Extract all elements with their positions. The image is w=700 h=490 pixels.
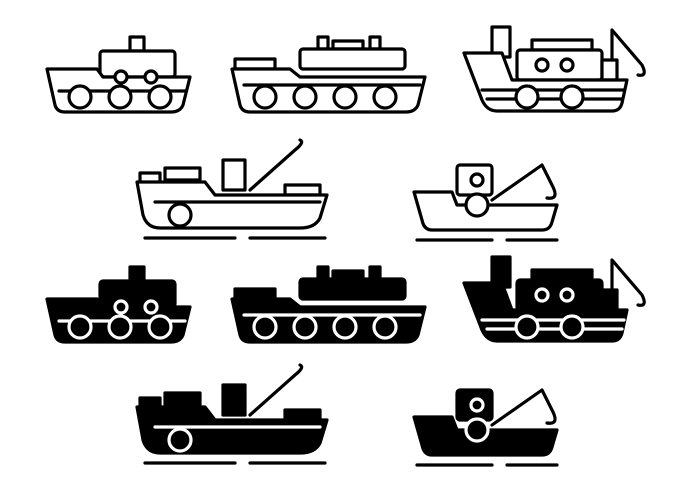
small-ferry-ship-filled-icon <box>45 265 192 344</box>
cargo-crane-ship-outline-icon <box>135 138 329 240</box>
crane-work-ship-outline-icon <box>462 25 646 113</box>
large-ferry-ship-filled-icon <box>230 265 427 344</box>
tug-crane-boat-filled-icon <box>412 388 559 467</box>
large-ferry-ship-outline-icon <box>230 35 427 114</box>
crane-work-ship-filled-icon <box>462 255 646 343</box>
small-ferry-ship-outline-icon <box>45 35 192 114</box>
tug-crane-boat-outline-icon <box>412 163 559 242</box>
cargo-crane-ship-filled-icon <box>135 363 329 465</box>
